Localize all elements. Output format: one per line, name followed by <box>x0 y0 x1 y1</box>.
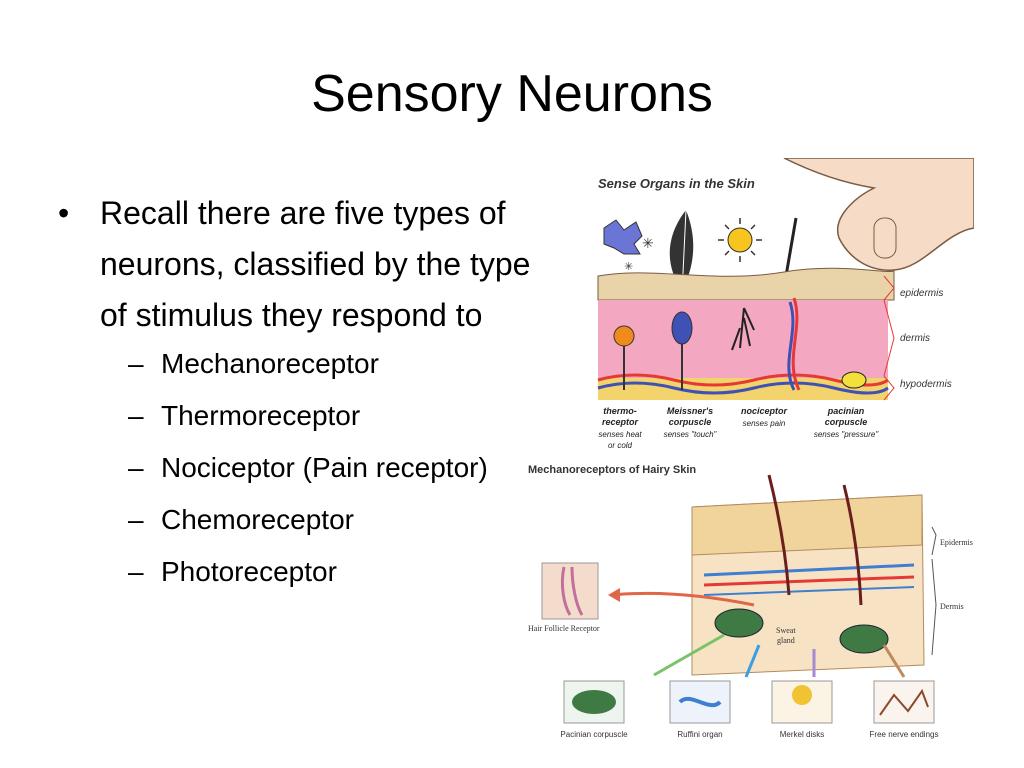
ending-label: Free nerve endings <box>870 730 939 739</box>
bullet-item: • Recall there are five types of neurons… <box>58 188 538 341</box>
sweat-gland-label: Sweat <box>776 626 796 635</box>
free-nerve-thumbnail <box>873 680 935 724</box>
hand-illustration <box>783 158 974 271</box>
bullet-list: • Recall there are five types of neurons… <box>58 188 538 605</box>
slide-title: Sensory Neurons <box>311 65 713 123</box>
epidermis-layer <box>597 267 895 301</box>
feather-icon <box>669 210 694 290</box>
label-epidermis: epidermis <box>900 288 943 299</box>
receptor-desc: senses "touch" <box>664 430 718 439</box>
hairy-skin-figure: Mechanoreceptors of Hairy Skin Sweat gla… <box>528 464 973 739</box>
receptor-name: corpuscle <box>669 417 712 427</box>
ending-label: Merkel disks <box>780 730 824 739</box>
receptor-name: Meissner's <box>667 406 713 416</box>
receptor-name: thermo- <box>603 406 637 416</box>
label-dermis: Dermis <box>940 602 964 611</box>
skin-sense-organs-figure: Sense Organs in the Skin ✳ ✳ epidermis d… <box>597 158 974 450</box>
sub-bullet-item: –Nociceptor (Pain receptor) <box>128 449 538 487</box>
dash-icon: – <box>128 556 144 587</box>
sub-bullet-text: Thermoreceptor <box>161 400 361 431</box>
receptor-name: corpuscle <box>825 417 868 427</box>
hairy-figure-heading: Mechanoreceptors of Hairy Skin <box>528 464 696 476</box>
receptor-name: pacinian <box>827 406 865 416</box>
label-epidermis: Epidermis <box>940 538 973 547</box>
cold-crystal-icon <box>603 219 643 255</box>
sub-bullet-text: Mechanoreceptor <box>161 348 379 379</box>
dash-icon: – <box>128 348 144 379</box>
bullet-text: Recall there are five types of neurons, … <box>100 195 531 333</box>
sub-bullet-item: –Thermoreceptor <box>128 397 538 435</box>
dash-icon: – <box>128 452 144 483</box>
needle-illustration <box>784 217 798 277</box>
sub-bullet-text: Photoreceptor <box>161 556 337 587</box>
sub-bullet-list: –Mechanoreceptor –Thermoreceptor –Nocice… <box>128 345 538 591</box>
hair-follicle-label: Hair Follicle Receptor <box>528 624 600 633</box>
receptor-desc: senses "pressure" <box>814 430 880 439</box>
sub-bullet-item: –Photoreceptor <box>128 553 538 591</box>
sub-bullet-text: Chemoreceptor <box>161 504 354 535</box>
dash-icon: – <box>128 400 144 431</box>
receptor-name: receptor <box>602 417 639 427</box>
receptor-name: nociceptor <box>741 406 788 416</box>
thermoreceptor-shape <box>613 325 635 347</box>
snowflake-icon: ✳ <box>642 235 654 251</box>
receptor-desc: senses pain <box>743 419 786 428</box>
ending-label: Ruffini organ <box>677 730 722 739</box>
receptor-desc: or cold <box>608 441 633 450</box>
ending-label: Pacinian corpuscle <box>560 730 628 739</box>
nociceptor-shape <box>731 307 755 351</box>
receptor-desc: senses heat <box>598 430 642 439</box>
dash-icon: – <box>128 504 144 535</box>
label-hypodermis: hypodermis <box>900 379 952 390</box>
sub-bullet-item: –Chemoreceptor <box>128 501 538 539</box>
bullet-dot-icon: • <box>58 195 70 231</box>
sun-icon <box>718 218 762 262</box>
sub-bullet-text: Nociceptor (Pain receptor) <box>161 452 488 483</box>
meissner-corpuscle-shape <box>671 311 693 345</box>
label-dermis: dermis <box>900 333 930 344</box>
skin-figure-heading: Sense Organs in the Skin <box>598 176 755 191</box>
hair-follicle-inset <box>541 562 599 620</box>
sub-bullet-item: –Mechanoreceptor <box>128 345 538 383</box>
pacinian-corpuscle-shape <box>841 371 867 389</box>
sweat-gland-label: gland <box>777 636 795 645</box>
finger-illustration <box>873 217 897 259</box>
snowflake-small-icon: ✳ <box>624 261 633 273</box>
